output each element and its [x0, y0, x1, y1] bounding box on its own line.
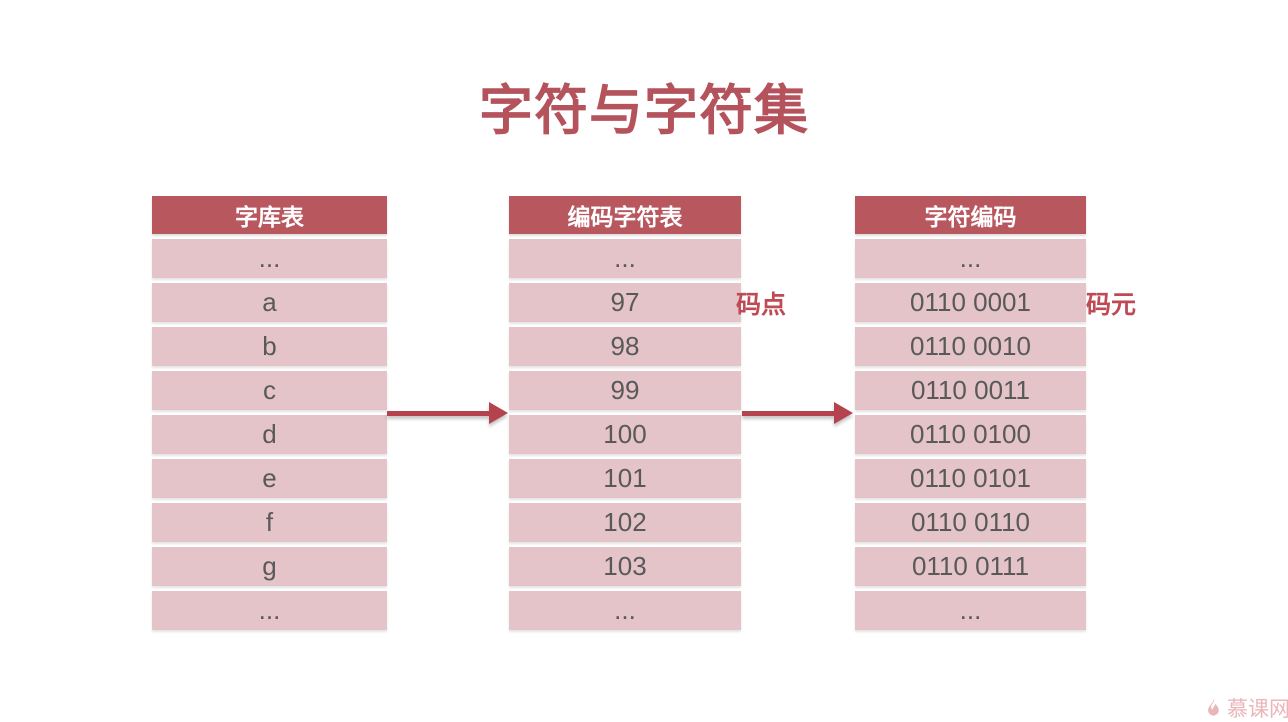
- table-row: c: [152, 371, 387, 410]
- table-row: ...: [509, 239, 741, 278]
- table-row: ...: [152, 591, 387, 630]
- code-unit-label: 码元: [1086, 290, 1137, 319]
- table-row: 0110 0111: [855, 547, 1086, 586]
- table-row: ...: [855, 591, 1086, 630]
- table-row: g: [152, 547, 387, 586]
- arrow-right-icon: [387, 402, 508, 424]
- table-row: 101: [509, 459, 741, 498]
- table-row: 0110 0101: [855, 459, 1086, 498]
- table-row: 99: [509, 371, 741, 410]
- code-point-label: 码点: [736, 290, 787, 319]
- table-row: ...: [855, 239, 1086, 278]
- table-code-points: 编码字符表 ... 97 98 99 100 101 102 103 ...: [509, 196, 741, 630]
- table-row: 0110 0001: [855, 283, 1086, 322]
- arrow-shaft: [387, 410, 489, 416]
- table-row: 0110 0100: [855, 415, 1086, 454]
- table-row: a: [152, 283, 387, 322]
- table-row: d: [152, 415, 387, 454]
- arrow-shaft: [742, 410, 834, 416]
- arrow-right-icon: [742, 402, 853, 424]
- watermark: 慕课网: [1202, 693, 1288, 722]
- table-row: 102: [509, 503, 741, 542]
- table-row: 97: [509, 283, 741, 322]
- table-row: 0110 0110: [855, 503, 1086, 542]
- watermark-brand: 慕课网: [1227, 698, 1288, 721]
- table-row: ...: [509, 591, 741, 630]
- table-row: 100: [509, 415, 741, 454]
- table-encodings: 字符编码 ... 0110 0001 0110 0010 0110 0011 0…: [855, 196, 1086, 630]
- table-glyphs: 字库表 ... a b c d e f g ...: [152, 196, 387, 630]
- table-row: 0110 0010: [855, 327, 1086, 366]
- flame-icon: [1202, 697, 1224, 719]
- table-header: 字库表: [152, 196, 387, 234]
- table-row: 103: [509, 547, 741, 586]
- table-row: f: [152, 503, 387, 542]
- table-header: 编码字符表: [509, 196, 741, 234]
- arrow-head: [489, 402, 508, 424]
- table-row: 0110 0011: [855, 371, 1086, 410]
- table-row: b: [152, 327, 387, 366]
- table-row: e: [152, 459, 387, 498]
- table-row: ...: [152, 239, 387, 278]
- table-row: 98: [509, 327, 741, 366]
- table-header: 字符编码: [855, 196, 1086, 234]
- page-title: 字符与字符集: [479, 81, 809, 141]
- arrow-head: [834, 402, 853, 424]
